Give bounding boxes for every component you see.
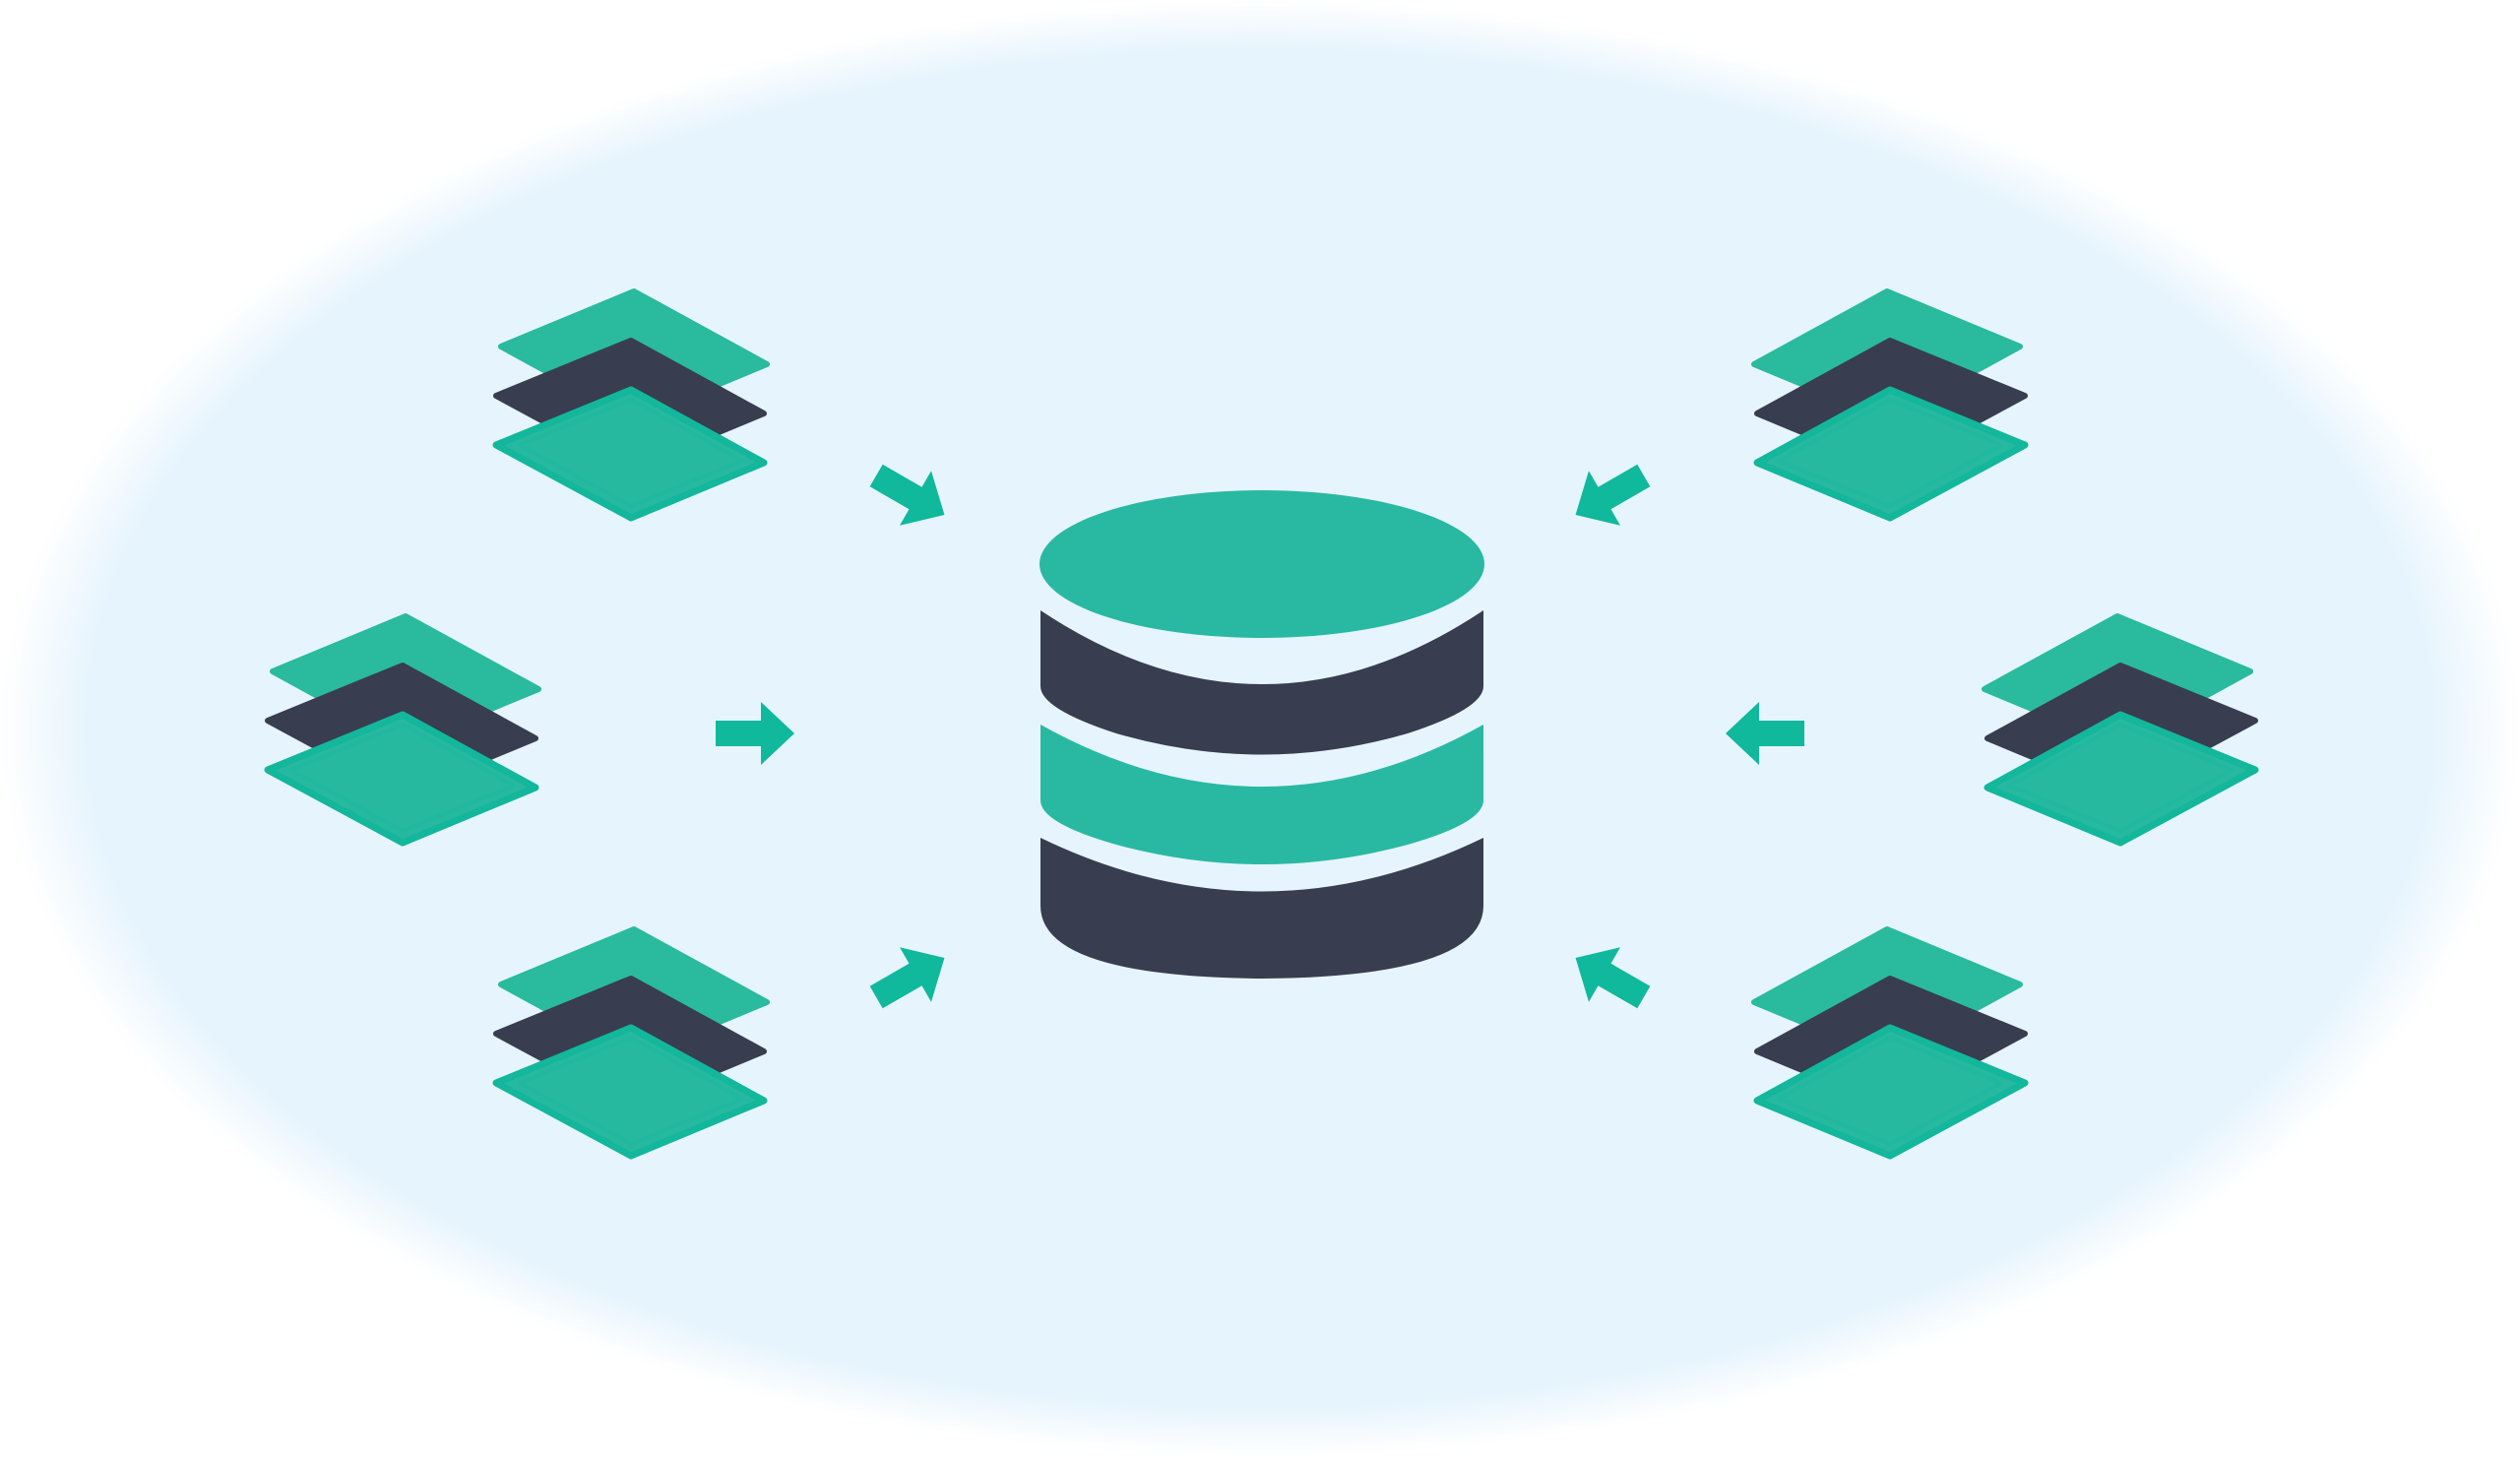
database-icon (1040, 490, 1484, 979)
